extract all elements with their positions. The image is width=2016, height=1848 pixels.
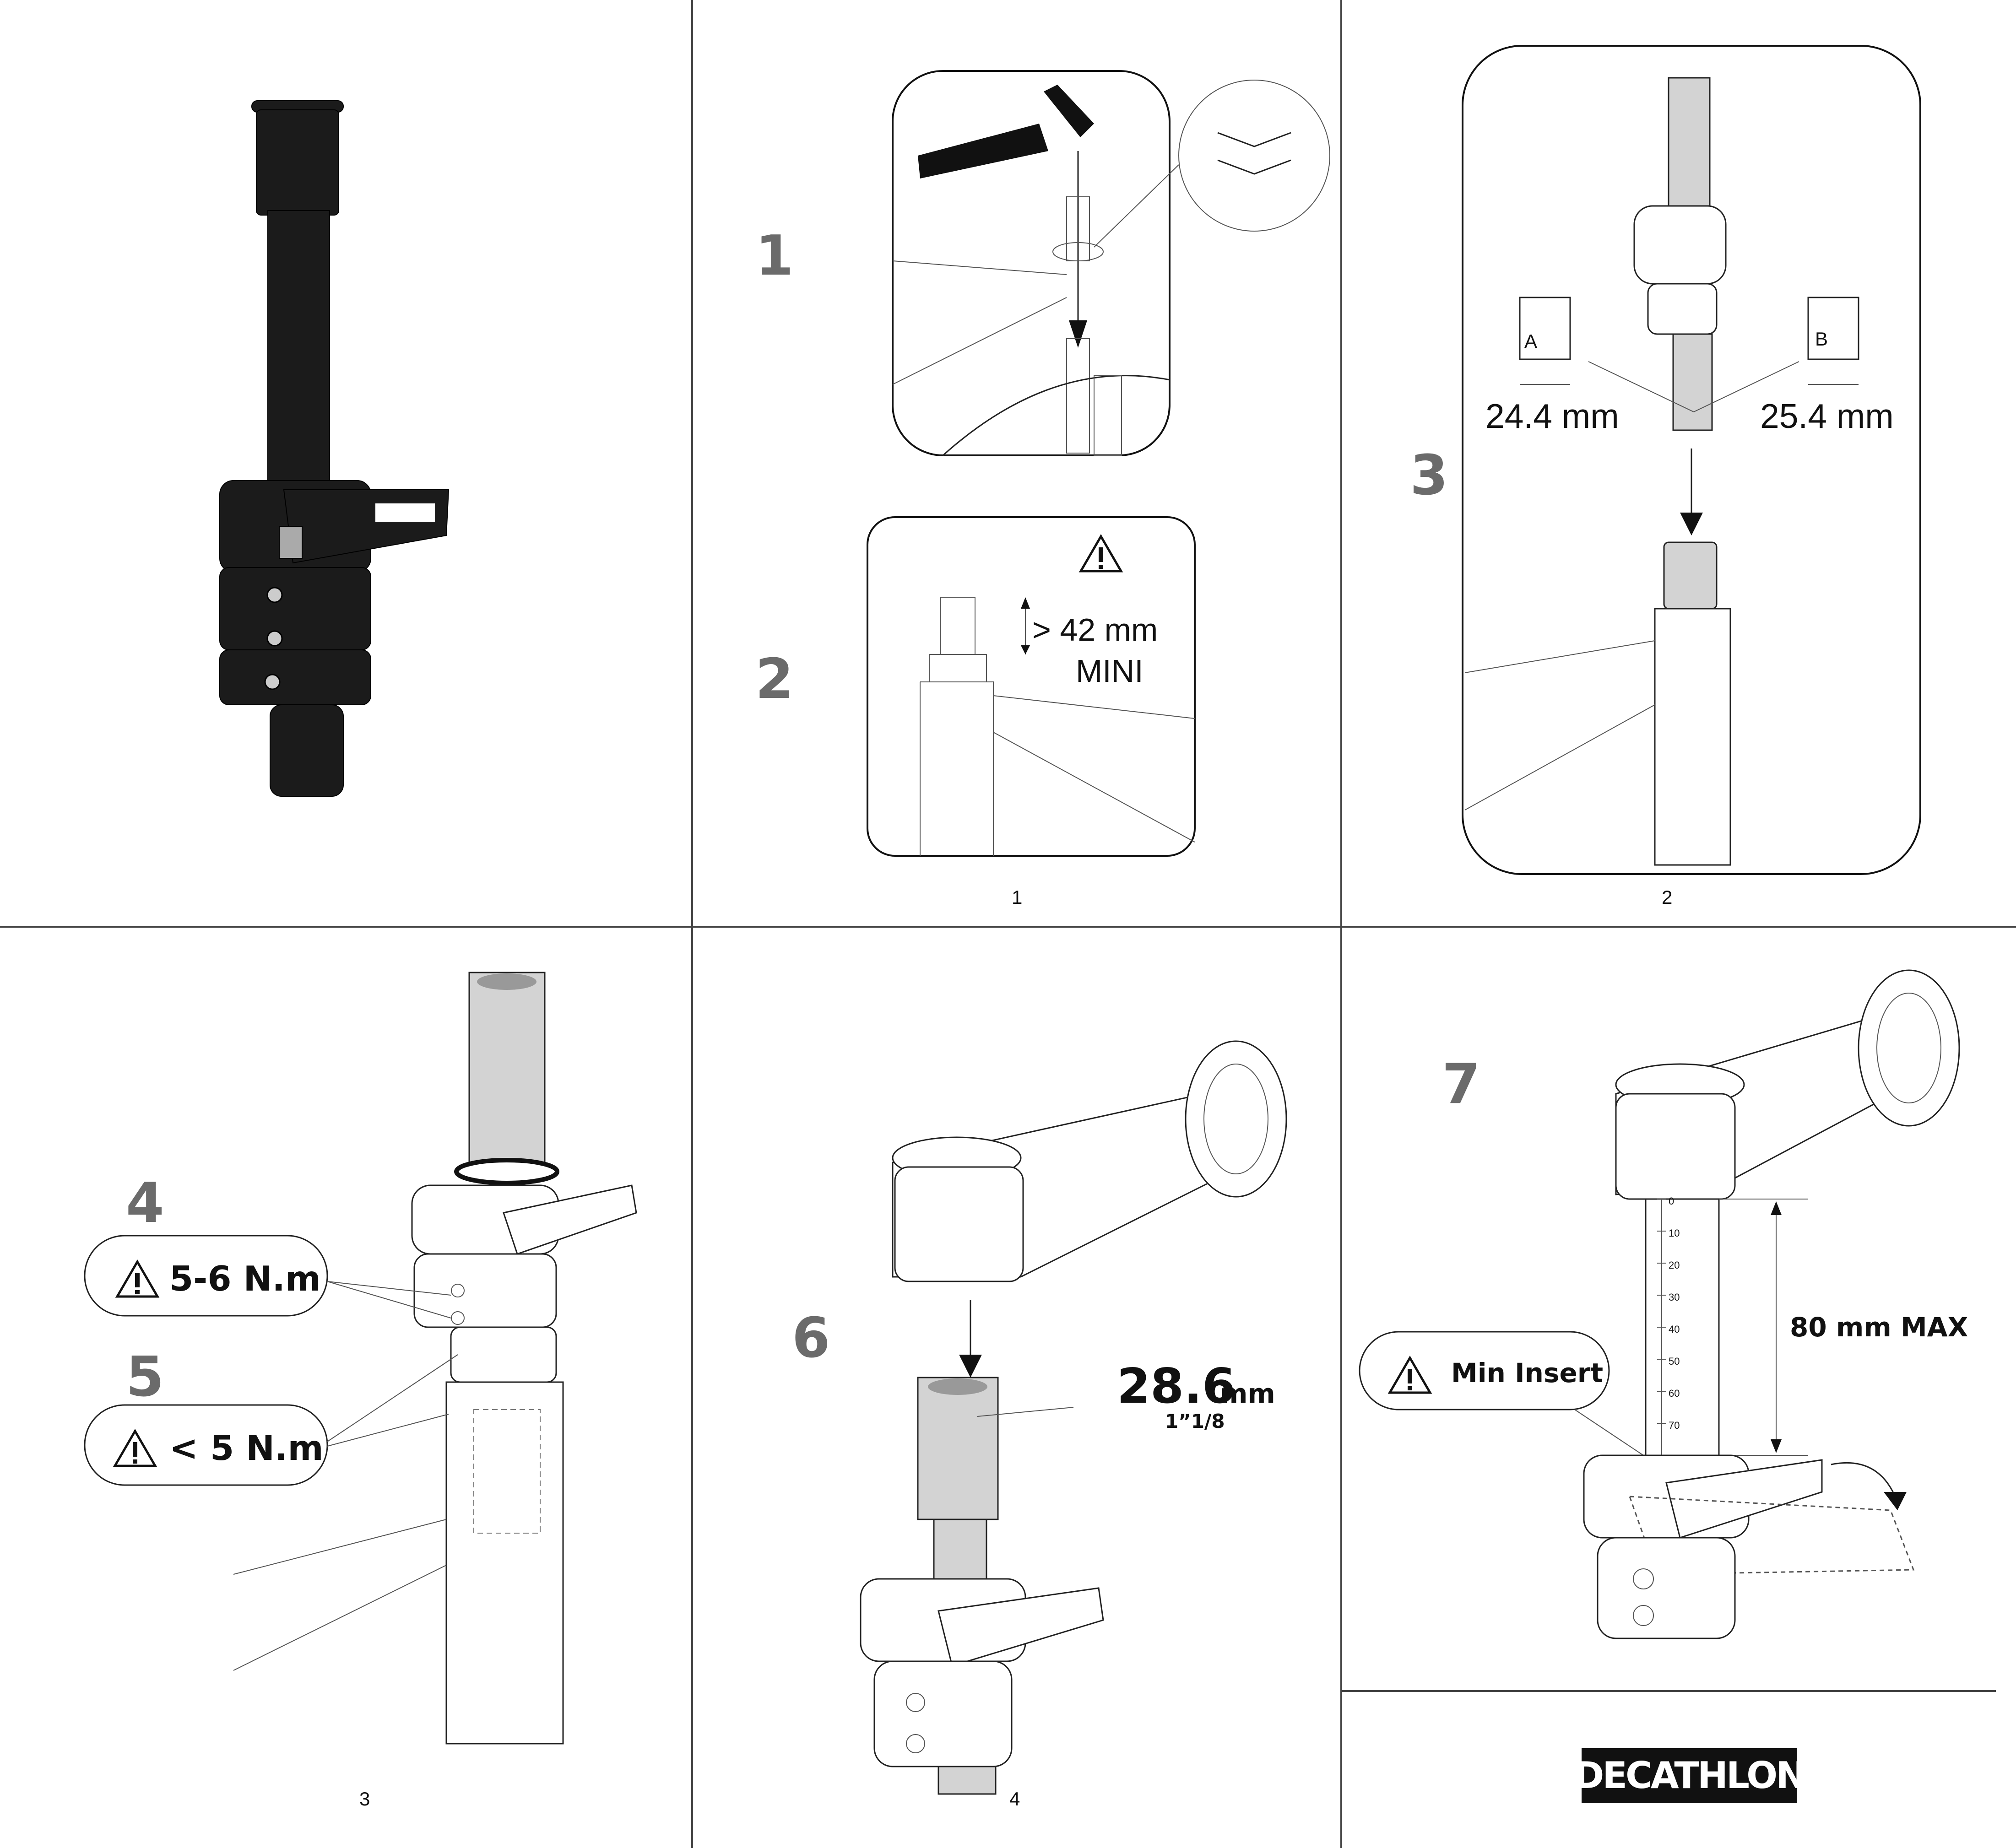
- scale-mark: 0: [1669, 1195, 1674, 1207]
- steerer-diameter-value: 28.6: [1117, 1358, 1236, 1414]
- sleeve-a-dimension: 24.4 mm: [1485, 397, 1619, 435]
- steerer-diameter-inch: 1”1/8: [1165, 1410, 1225, 1432]
- page-number-3: 3: [359, 1788, 370, 1810]
- scale-mark: 50: [1669, 1356, 1680, 1367]
- steerer-diameter-unit: mm: [1220, 1378, 1275, 1409]
- page-number-1: 1: [1012, 886, 1022, 908]
- step-number-5: 5: [126, 1345, 164, 1409]
- step-number-7: 7: [1442, 1053, 1480, 1116]
- sleeve-b-dimension: 25.4 mm: [1760, 397, 1894, 435]
- panel-torque-settings: 4 5-6 N.m 5 < 5 N.m 3: [84, 972, 637, 1810]
- steerer-with-scale: [1645, 1198, 1720, 1456]
- logo-text: DECATHLON: [1574, 1754, 1805, 1797]
- insertion-scale: 0 10 20 30 40 50 60 70: [1657, 1195, 1680, 1431]
- sleeve-a-label: A: [1524, 330, 1537, 352]
- scale-mark: 30: [1669, 1291, 1680, 1303]
- scale-mark: 60: [1669, 1388, 1680, 1399]
- scale-mark: 40: [1669, 1324, 1680, 1335]
- illustration-steerer-box: [867, 516, 1196, 857]
- product-photo: [219, 100, 450, 797]
- illustration-hammer-box: [892, 70, 1171, 456]
- scale-mark: 20: [1669, 1259, 1680, 1271]
- panel-stem-mount: 6 28.6 mm 1”1/8 4: [792, 1040, 1287, 1810]
- panel-sleeve-selection: 3 A B 24.4 mm 25.4 mm 2: [1410, 45, 1921, 908]
- step-number-4: 4: [126, 1172, 164, 1235]
- detail-magnifier: [1178, 80, 1330, 232]
- sleeve-b-label: B: [1815, 328, 1828, 350]
- step-number-3: 3: [1410, 444, 1448, 508]
- rotate-arrow-icon: [1831, 1462, 1896, 1497]
- decathlon-logo: DECATHLON: [1574, 1748, 1806, 1803]
- min-insert-label: Min Insert: [1451, 1357, 1603, 1389]
- scale-mark: 70: [1669, 1420, 1680, 1431]
- panel-headset-press: 1 2 > 42 mm MINI 1: [755, 70, 1330, 908]
- illustration-sleeve-box: [1462, 45, 1921, 875]
- step-number-1: 1: [755, 224, 794, 288]
- warning-triangle-icon: [1081, 536, 1121, 571]
- page-number-4: 4: [1009, 1788, 1020, 1810]
- torque-value-4: 5-6 N.m: [169, 1259, 321, 1299]
- steerer-dimension-note: MINI: [1076, 653, 1143, 689]
- hammer-icon: [918, 124, 1048, 178]
- page-number-2: 2: [1662, 886, 1672, 908]
- torque-value-5: < 5 N.m: [169, 1428, 324, 1468]
- steerer-dimension-text: > 42 mm: [1032, 612, 1158, 648]
- step-number-6: 6: [792, 1307, 830, 1370]
- panel-insertion-depth: 7 0 10 20 30 40 50 60 70: [1359, 969, 1968, 1639]
- max-height-label: 80 mm MAX: [1790, 1312, 1968, 1343]
- scale-mark: 10: [1669, 1227, 1680, 1239]
- step-number-2: 2: [755, 648, 794, 711]
